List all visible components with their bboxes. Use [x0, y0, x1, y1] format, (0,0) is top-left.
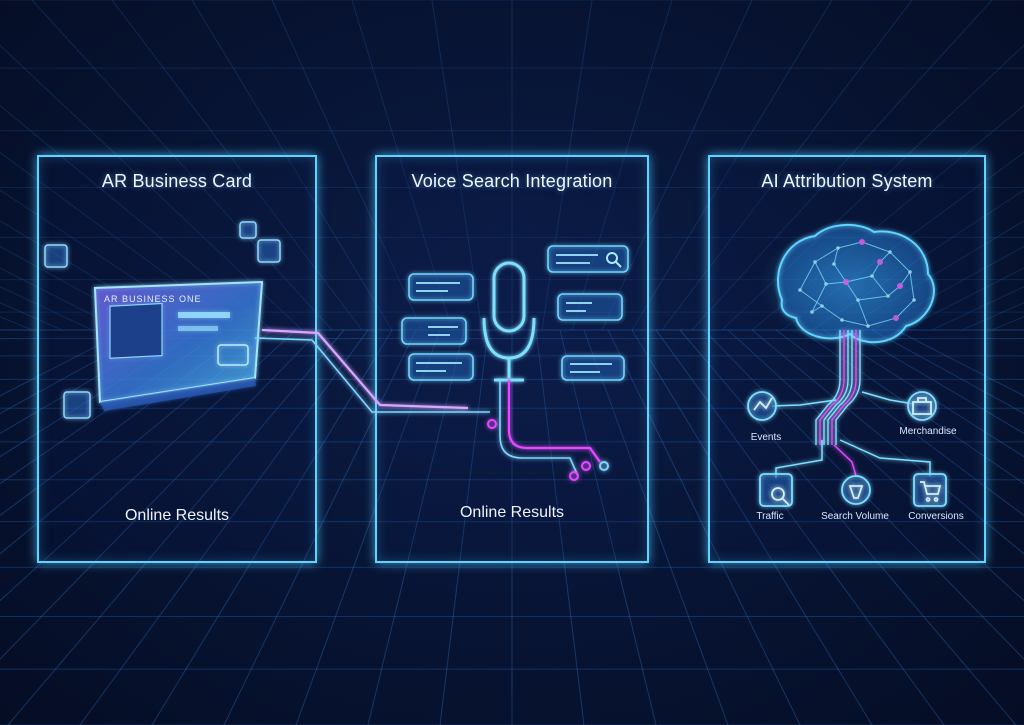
- node-label-conversions: Conversions: [908, 511, 964, 522]
- node-label-events: Events: [750, 432, 782, 443]
- panel-title-ar: AR Business Card: [101, 171, 253, 191]
- panel-title-voice: Voice Search Integration: [411, 171, 613, 191]
- node-label-traffic: Traffic: [756, 511, 784, 522]
- ai-attribution-panel: AI Attribution System: [708, 155, 986, 563]
- node-label-merchandise: Merchandise: [899, 426, 957, 437]
- voice-search-panel: Voice Search Integration Online Results: [375, 155, 649, 563]
- online-results-label-voice: Online Results: [459, 504, 565, 521]
- ar-business-card-panel: AR Business Card Online Results: [37, 155, 317, 563]
- online-results-label-ar: Online Results: [124, 507, 230, 524]
- node-label-search-volume: Search Volume: [821, 511, 889, 522]
- panel-title-ai: AI Attribution System: [761, 171, 933, 191]
